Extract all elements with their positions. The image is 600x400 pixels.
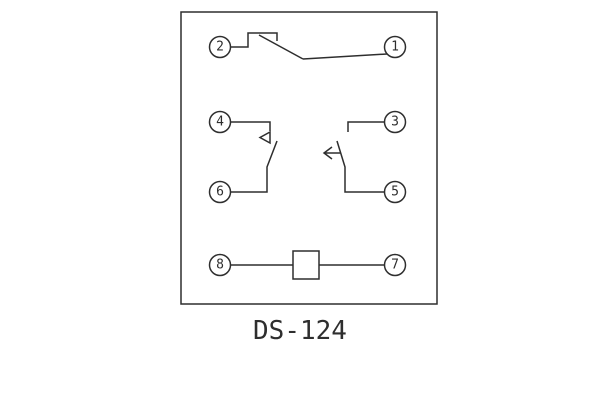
terminal-1-circle — [383, 35, 407, 59]
terminal-7-circle — [383, 253, 407, 277]
terminal-label-3: 3 — [391, 115, 399, 130]
terminal-label-7: 7 — [391, 258, 399, 273]
terminal-2-circle — [208, 35, 232, 59]
contact-2-fixed-path — [230, 32, 278, 48]
contact-top-movable-blade — [258, 34, 304, 60]
terminal-6-circle — [208, 180, 232, 204]
terminal-label-4: 4 — [216, 115, 224, 130]
terminal-label-2: 2 — [216, 40, 224, 55]
terminal-label-5: 5 — [391, 185, 399, 200]
diagram-border-box — [180, 11, 438, 305]
coil-symbol — [292, 250, 320, 280]
terminal-5-circle — [383, 180, 407, 204]
delay-triangle-symbol — [258, 130, 271, 145]
contact-6-movable-blade — [230, 140, 278, 193]
contact-4-fixed-path — [230, 121, 271, 131]
contact-5-movable-blade — [336, 140, 385, 193]
terminal-label-8: 8 — [216, 258, 224, 273]
terminal-labels: 2 1 4 3 6 5 8 7 — [216, 40, 399, 273]
terminal-label-6: 6 — [216, 185, 224, 200]
terminal-3-circle — [383, 110, 407, 134]
terminal-4-circle — [208, 110, 232, 134]
terminal-label-1: 1 — [391, 40, 399, 55]
contact-3-fixed-path — [347, 121, 385, 132]
model-name-caption: DS-124 — [253, 316, 347, 346]
contact-1-lead-line — [302, 53, 388, 60]
diagram-linework — [180, 11, 438, 305]
terminal-8-circle — [208, 253, 232, 277]
actuation-left-arrow-icon — [322, 146, 341, 160]
